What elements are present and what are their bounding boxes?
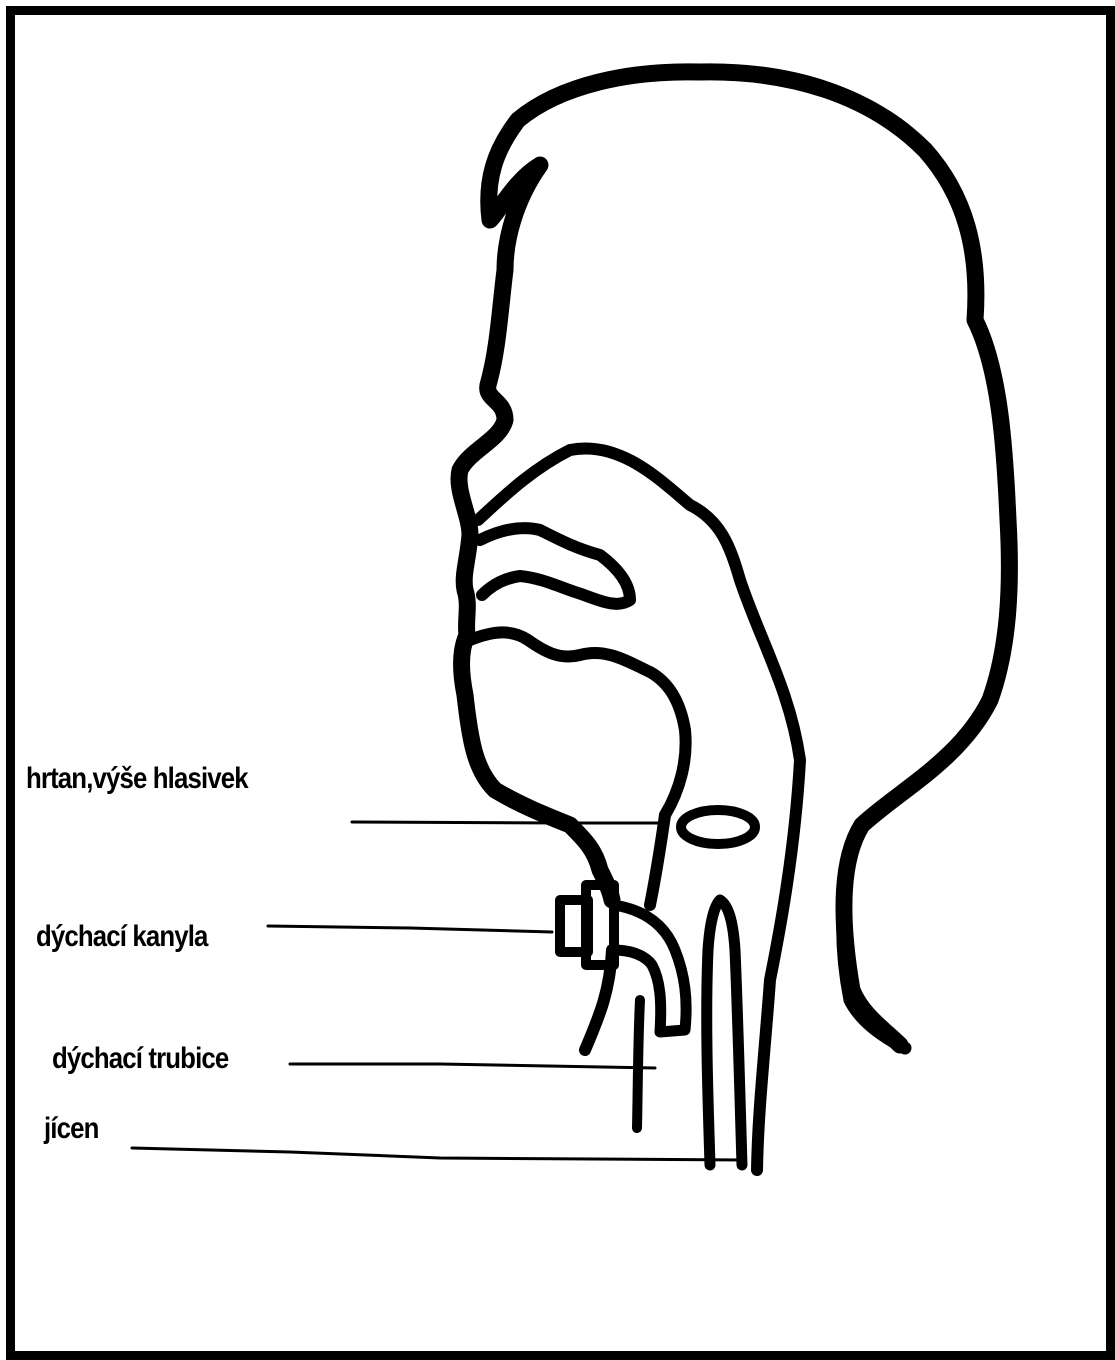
leader-cannula [268,926,552,932]
pharynx-wall [650,815,665,905]
upper-lip-wave [480,528,630,604]
leader-esophagus [132,1148,745,1160]
label-esophagus: jícen [44,1112,99,1146]
trachea-wall [637,1000,640,1128]
label-larynx: hrtan,výše hlasivek [26,762,248,796]
cannula-tube [614,905,686,1032]
cannula-connector [560,900,588,952]
label-trachea: dýchací trubice [52,1042,228,1076]
label-cannula: dýchací kanyla [36,920,208,954]
esophagus-tube [707,900,742,1165]
leader-trachea [290,1064,655,1068]
leader-larynx [352,822,662,823]
larynx-ellipse [681,810,755,844]
